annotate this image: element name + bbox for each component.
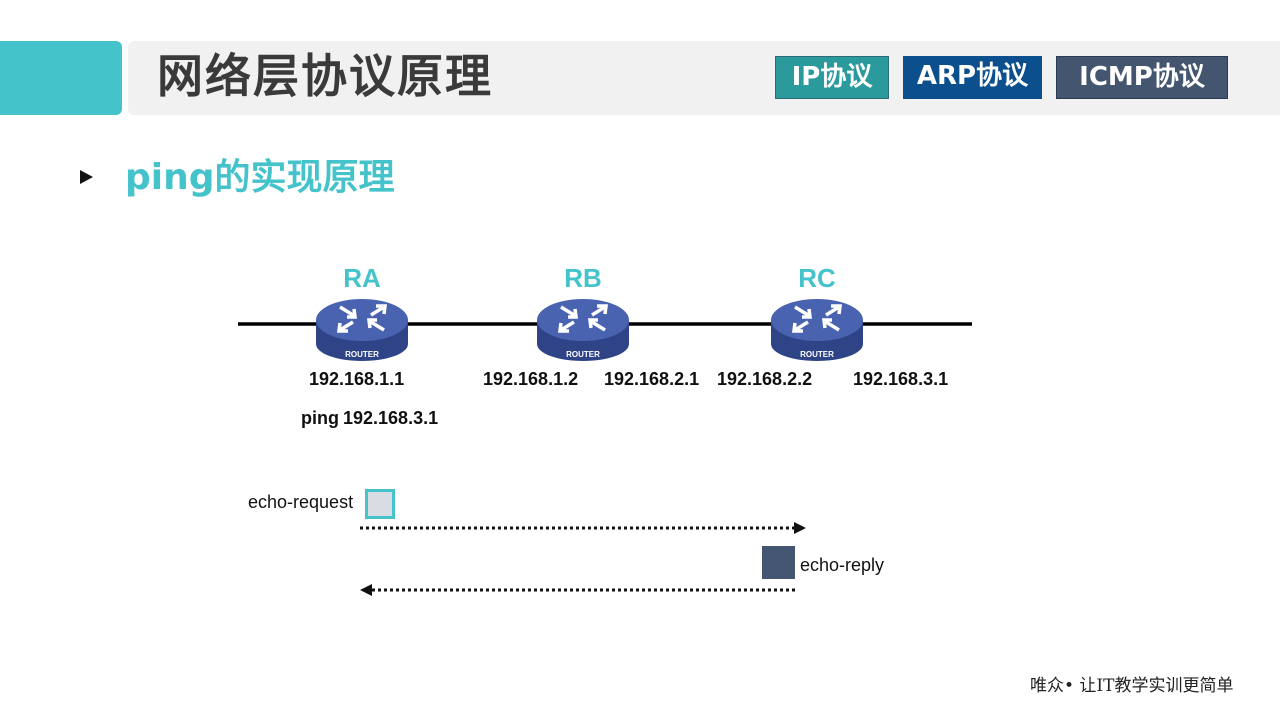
tab-ip-protocol[interactable]: IP协议: [775, 56, 889, 99]
router-label-ra: RA: [343, 263, 381, 293]
interface-ip: 192.168.3.1: [853, 369, 949, 389]
router-icon: [316, 299, 408, 361]
router-icon: [771, 299, 863, 361]
interface-ip: 192.168.2.1: [604, 369, 700, 389]
section-title: ping的实现原理: [125, 157, 395, 198]
interface-ip: 192.168.1.2: [483, 369, 579, 389]
echo-request-packet: [365, 489, 395, 519]
echo-request-label: echo-request: [248, 492, 354, 512]
echo-reply-packet: [762, 546, 795, 579]
router-device-text: ROUTER: [345, 350, 379, 359]
ping-keyword: ping: [301, 408, 339, 428]
page-title: 网络层协议原理: [157, 49, 493, 103]
footer-slogan: 唯众• 让IT教学实训更简单: [1030, 676, 1234, 696]
tab-icmp-protocol[interactable]: ICMP协议: [1056, 56, 1228, 99]
router-device-text: ROUTER: [800, 350, 834, 359]
router-label-rb: RB: [564, 263, 602, 293]
arrow-head-left-icon: [360, 584, 372, 596]
router-device-text: ROUTER: [566, 350, 600, 359]
bullet-triangle-icon: [80, 170, 93, 184]
interface-ip: 192.168.2.2: [717, 369, 813, 389]
header-accent-block: [0, 41, 122, 115]
echo-reply-label: echo-reply: [800, 555, 885, 575]
router-icon: [537, 299, 629, 361]
interface-ip: 192.168.1.1: [309, 369, 405, 389]
router-label-rc: RC: [798, 263, 836, 293]
arrow-head-right-icon: [794, 522, 806, 534]
tab-arp-protocol[interactable]: ARP协议: [903, 56, 1042, 99]
ping-target: 192.168.3.1: [343, 408, 439, 428]
